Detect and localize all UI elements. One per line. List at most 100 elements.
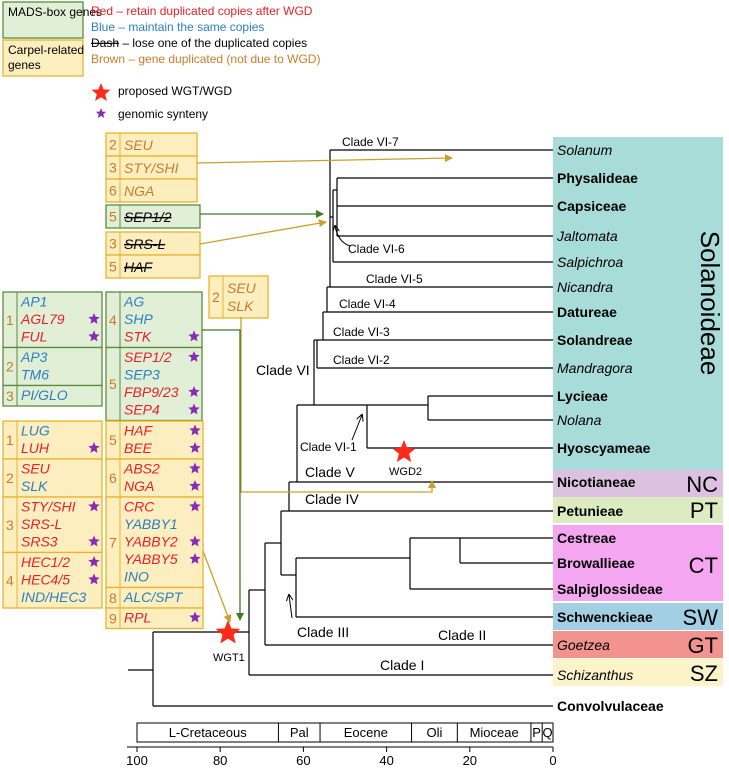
group-sw-label: SW — [683, 605, 719, 630]
group-solanoideae-label: Solanoideae — [695, 231, 725, 376]
arrow-mads — [202, 329, 244, 621]
period-label: P — [532, 725, 541, 740]
group-gt-label: GT — [687, 633, 718, 658]
taxon-label: Mandragora — [557, 360, 633, 376]
connector-arrows — [196, 154, 453, 623]
synteny-star-icon — [88, 330, 100, 342]
gene-label: NGA — [124, 478, 154, 494]
legend-brown-text: Brown – gene duplicated (not due to WGD) — [91, 52, 320, 66]
legend-carpel-swatch — [2, 39, 84, 77]
group-pt-label: PT — [690, 498, 718, 523]
phylogenetic-tree — [128, 149, 553, 707]
taxon-label: Goetzea — [557, 637, 610, 653]
gene-label: HEC1/2 — [21, 554, 70, 570]
legend-wgd-text: proposed WGT/WGD — [118, 84, 232, 98]
clade-v-label: Clade V — [305, 464, 355, 480]
period-label: L-Cretaceous — [169, 725, 248, 740]
gene-label: SEP1/2 — [124, 349, 172, 365]
band-solanoideae — [553, 137, 723, 470]
taxon-label: Salpichroa — [557, 254, 623, 270]
legend-dash-text: Dash – lose one of the duplicated copies — [91, 36, 307, 50]
period-label: Mioceae — [470, 725, 519, 740]
legend-mads-swatch — [2, 1, 84, 39]
gene-label: SEP3 — [124, 367, 160, 383]
gene-group-number: 1 — [6, 312, 14, 328]
gene-label: FBP9/23 — [124, 384, 179, 400]
synteny-star-icon — [189, 424, 201, 436]
synteny-star-icon — [189, 500, 201, 512]
gene-label: AP3 — [20, 349, 48, 365]
gene-label: LUG — [21, 423, 50, 439]
band-pt — [553, 497, 723, 523]
gene-box-carpel-left: 1LUGLUH2SEUSLK3STY/SHISRS-LSRS34HEC1/2HE… — [2, 420, 103, 609]
gene-label: SEP4 — [124, 402, 160, 418]
time-tick-label: 100 — [126, 753, 148, 768]
gene-label: SEU — [124, 137, 154, 153]
gene-label: HAF — [124, 423, 153, 439]
synteny-star-icon — [189, 535, 201, 547]
taxon-label: Salpiglossideae — [557, 581, 663, 597]
synteny-star-icon — [88, 535, 100, 547]
gene-group-number: 2 — [6, 359, 14, 375]
gene-group-number: 3 — [6, 388, 14, 404]
clade-i-label: Clade I — [380, 657, 424, 673]
gene-label: SRS-L — [124, 236, 165, 252]
gene-group-number: 5 — [109, 376, 117, 392]
clade-labels: Clade VI-7 Clade VI-6 Clade VI-5 Clade V… — [256, 135, 486, 673]
legend-mads-label: MADS-box genes — [8, 5, 102, 19]
clade-vi-6-label: Clade VI-6 — [348, 242, 405, 256]
wgt1-star-icon — [215, 620, 241, 644]
gene-group-number: 3 — [109, 160, 117, 176]
legend-synteny-text: genomic synteny — [118, 107, 208, 121]
clade-pointers — [289, 226, 362, 619]
taxon-label: Capsiceae — [557, 198, 626, 214]
red-star-icon — [91, 83, 111, 101]
clade-vi-2-label: Clade VI-2 — [333, 353, 390, 367]
period-label: Pal — [290, 725, 309, 740]
taxon-label: Nicandra — [557, 279, 613, 295]
clade-iv-label: Clade IV — [305, 491, 359, 507]
gene-label: SRS-L — [21, 516, 62, 532]
synteny-star-icon — [88, 313, 100, 324]
synteny-star-icon — [88, 573, 100, 585]
gene-label: YABBY5 — [124, 551, 178, 567]
synteny-star-icon — [189, 611, 201, 623]
gene-label: SHP — [124, 311, 153, 327]
gene-group-number: 9 — [109, 610, 117, 626]
purple-star-icon — [95, 108, 107, 118]
gene-group-number: 5 — [109, 209, 117, 225]
taxon-label: Petunieae — [557, 503, 623, 519]
gene-label: SLK — [227, 298, 254, 314]
gene-label: INO — [124, 569, 149, 585]
pointer-vi-1 — [351, 415, 362, 441]
taxon-label: Schizanthus — [557, 667, 633, 683]
gene-group-number: 2 — [212, 289, 220, 305]
time-tick-label: 0 — [549, 753, 556, 768]
wgd2-label: WGD2 — [389, 466, 422, 478]
clade-iii-label: Clade III — [297, 624, 349, 640]
synteny-star-icon — [188, 386, 200, 397]
gene-label: HAF — [124, 259, 153, 275]
synteny-star-icon — [188, 351, 200, 362]
taxon-label: Schwenckieae — [557, 609, 653, 625]
gene-group-number: 4 — [6, 572, 14, 588]
period-label: Q — [543, 725, 553, 740]
gene-label: NGA — [124, 183, 154, 199]
gene-label: YABBY2 — [124, 534, 178, 550]
taxon-label: Nicotianeae — [557, 474, 636, 490]
group-sz-label: SZ — [690, 661, 718, 686]
gene-label: YABBY1 — [124, 516, 178, 532]
gene-label: TM6 — [21, 367, 49, 383]
gene-group-number: 2 — [109, 137, 117, 153]
clade-vi-1-label: Clade VI-1 — [300, 440, 357, 454]
taxon-label: Jaltomata — [556, 228, 618, 244]
time-tick-label: 40 — [379, 753, 393, 768]
legend-blue-text: Blue – maintain the same copies — [91, 20, 264, 34]
taxon-label: Convolvulaceae — [557, 698, 664, 714]
taxon-label: Nolana — [557, 412, 602, 428]
arrow-carpel — [202, 550, 232, 623]
clade-ii-label: Clade II — [438, 627, 486, 643]
